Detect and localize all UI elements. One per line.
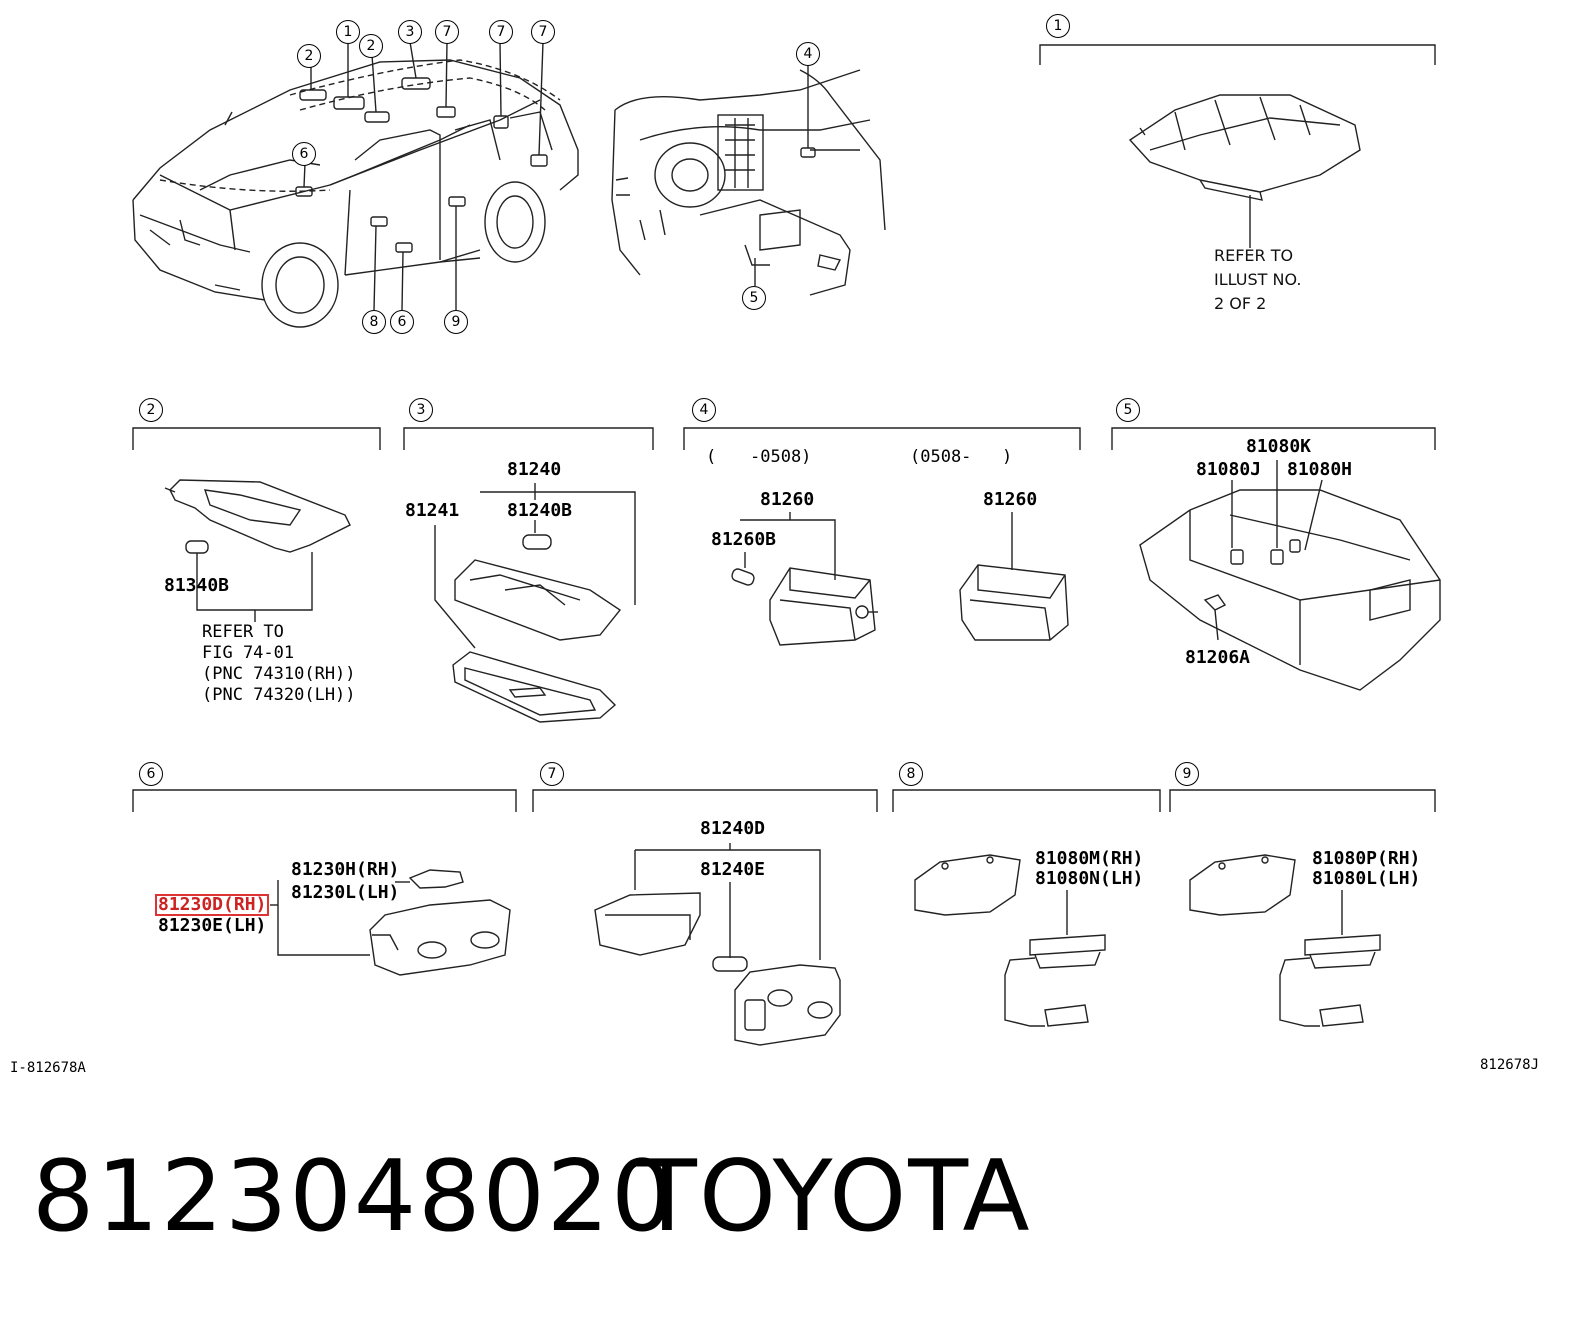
panel4-range-left-open: ( (706, 447, 717, 467)
callout-9-door: 9 (444, 310, 468, 334)
car-illustration (132, 41, 579, 328)
callout-1-roof: 1 (336, 20, 360, 44)
part-81080J[interactable]: 81080J (1196, 459, 1262, 480)
part-81080L[interactable]: 81080L(LH) (1312, 868, 1421, 889)
part-81260-late[interactable]: 81260 (983, 489, 1038, 510)
part-81230L[interactable]: 81230L(LH) (291, 882, 400, 903)
part-81080M[interactable]: 81080M(RH) (1035, 848, 1144, 869)
panel4-number: 4 (692, 398, 716, 422)
panel4-range-right-close: ) (1002, 447, 1013, 467)
part-81241[interactable]: 81241 (405, 500, 460, 521)
part-81080H[interactable]: 81080H (1287, 459, 1353, 480)
callout-8-door: 8 (362, 310, 386, 334)
panel3-linework (403, 427, 654, 723)
callout-6-front: 6 (292, 142, 316, 166)
panel4-range-right-start: (0508- (910, 447, 972, 467)
panel3-number: 3 (409, 398, 433, 422)
part-81080P[interactable]: 81080P(RH) (1312, 848, 1421, 869)
part-81260-early[interactable]: 81260 (760, 489, 815, 510)
part-81340B[interactable]: 81340B (164, 575, 230, 596)
part-81240B[interactable]: 81240B (507, 500, 573, 521)
panel7-number: 7 (540, 762, 564, 786)
panel4-linework (683, 427, 1081, 646)
panel7-linework (532, 789, 878, 1046)
part-81230E[interactable]: 81230E(LH) (158, 915, 267, 936)
panel2-refer-note: REFER TO FIG 74-01 (PNC 74310(RH)) (PNC … (202, 622, 356, 705)
callout-7-cargo: 7 (531, 20, 555, 44)
callout-4-dash: 4 (796, 42, 820, 66)
part-81080K[interactable]: 81080K (1246, 436, 1312, 457)
part-81260B[interactable]: 81260B (711, 529, 777, 550)
panel6-number: 6 (139, 762, 163, 786)
dashboard-illustration (611, 62, 886, 296)
part-81206A[interactable]: 81206A (1185, 647, 1251, 668)
part-81240E[interactable]: 81240E (700, 859, 766, 880)
illustration-code-left: I-812678A (10, 1060, 86, 1076)
panel9-number: 9 (1175, 762, 1199, 786)
panel8-number: 8 (899, 762, 923, 786)
panel1-linework (1039, 44, 1436, 248)
panel5-number: 5 (1116, 398, 1140, 422)
panel9-linework (1169, 789, 1436, 1027)
panel2-linework (132, 427, 381, 622)
panel1-number: 1 (1046, 14, 1070, 38)
panel8-linework (892, 789, 1161, 1027)
callout-5-dash: 5 (742, 286, 766, 310)
panel2-number: 2 (139, 398, 163, 422)
part-81240[interactable]: 81240 (507, 459, 562, 480)
part-81230H[interactable]: 81230H(RH) (291, 859, 400, 880)
part-81230D-highlighted[interactable]: 81230D(RH) (155, 894, 270, 916)
part-81240D[interactable]: 81240D (700, 818, 766, 839)
callout-2-roof: 2 (297, 44, 321, 68)
footer-brand: TOYOTA (637, 1140, 1032, 1254)
panel6-linework (132, 789, 517, 976)
part-81080N[interactable]: 81080N(LH) (1035, 868, 1144, 889)
callout-6-door: 6 (390, 310, 414, 334)
panel4-range-left-end: -0508) (750, 447, 812, 467)
panel5-linework (1111, 427, 1441, 691)
illustration-code-right: 812678J (1480, 1057, 1540, 1073)
callout-7-roof: 7 (435, 20, 459, 44)
callout-2-roof-b: 2 (359, 34, 383, 58)
panel1-refer-note: REFER TO ILLUST NO. 2 OF 2 (1214, 246, 1302, 313)
callout-7-rear: 7 (489, 20, 513, 44)
callout-3-roof: 3 (398, 20, 422, 44)
footer-part-number: 8123048020 (32, 1140, 676, 1254)
